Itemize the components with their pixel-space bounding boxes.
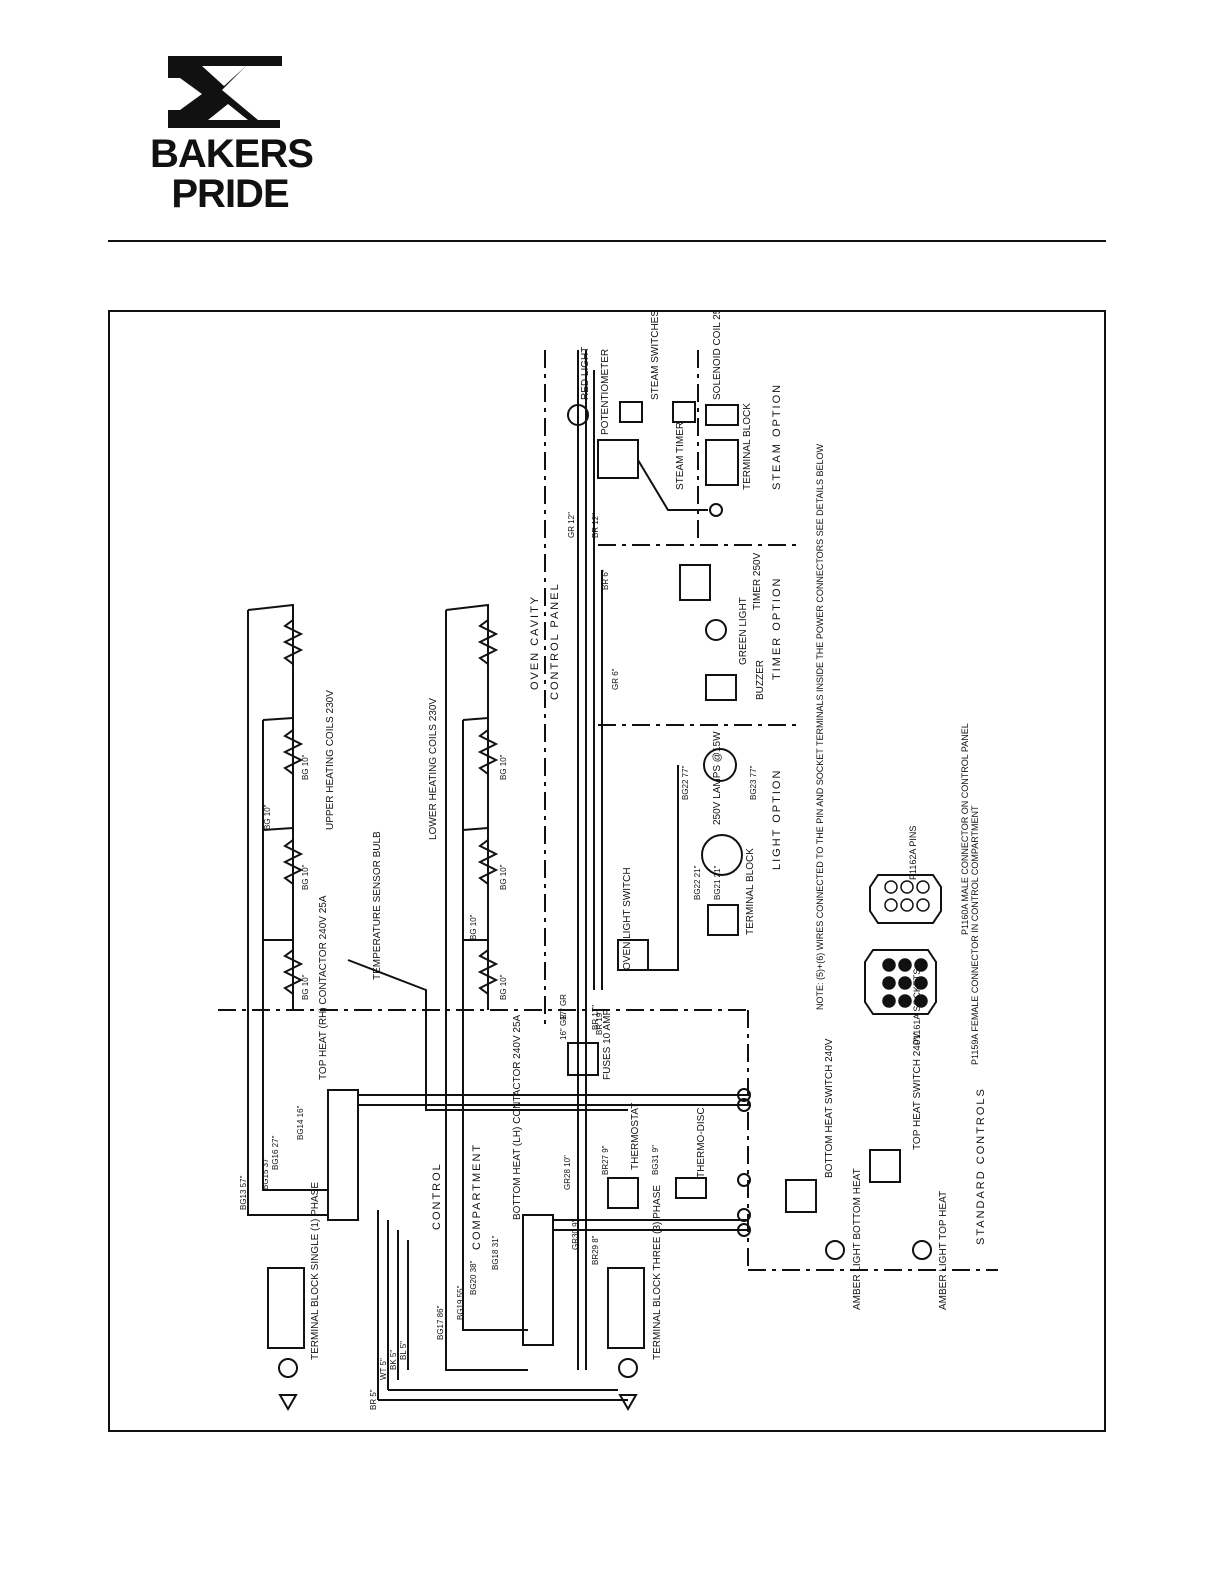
lamps-label: 250V LAMPS @15W <box>712 731 723 825</box>
tb-three-label: TERMINAL BLOCK THREE (3) PHASE <box>652 1185 663 1360</box>
upper-coils-label: UPPER HEATING COILS 230V <box>325 690 336 830</box>
wire-bg21: BG21 21" <box>713 865 722 900</box>
wire-bg10g: BG 10" <box>499 864 508 890</box>
wire-br29: BR29 8" <box>591 1235 600 1265</box>
p1161a-label: P1161A SOCKETS <box>912 969 922 1045</box>
amber-top-label: AMBER LIGHT TOP HEAT <box>938 1191 949 1310</box>
wiring-diagram: UPPER HEATING COILS 230V LOWER HEATING C… <box>218 310 998 1412</box>
logo-mark-icon <box>168 56 282 128</box>
oven-cavity-label: OVEN CAVITY <box>529 595 541 690</box>
wire-bg23: BG23 77" <box>749 765 758 800</box>
wire-bg18: BG18 31" <box>491 1235 500 1270</box>
steam-timer-label: STEAM TIMER <box>675 422 686 490</box>
control-label: CONTROL <box>431 1162 443 1230</box>
compartment-label: COMPARTMENT <box>471 1143 483 1250</box>
bakers-pride-logo: BAKERS PRIDE <box>150 50 314 220</box>
wire-bg20: BG20 38" <box>469 1260 478 1295</box>
wire-bg22b: BG22 21" <box>693 865 702 900</box>
solenoid-label: SOLENOID COIL 250V <box>712 310 723 400</box>
wire-bk5: BK 5" <box>389 1350 398 1370</box>
wire-br5: BR 5" <box>369 1389 378 1410</box>
wire-bg15: BG15 37" <box>261 1155 270 1190</box>
wire-bl5: BL 5" <box>399 1341 408 1360</box>
wire-gr16: 16" GR <box>559 1014 568 1040</box>
light-terminal-block-label: TERMINAL BLOCK <box>745 848 756 935</box>
wire-br19: BR 19" <box>595 1010 604 1035</box>
wire-gr17: 17" GR <box>559 994 568 1020</box>
steam-option-label: STEAM OPTION <box>771 383 783 490</box>
wire-bg10f: BG 10" <box>499 754 508 780</box>
header-rule <box>108 240 1106 242</box>
wire-bg10d: BG 10" <box>301 974 310 1000</box>
wire-wt5: WT 5" <box>379 1358 388 1380</box>
thermo-disc-label: THERMO-DISC <box>696 1107 707 1178</box>
control-panel-label: CONTROL PANEL <box>549 582 561 700</box>
p1160a-label: P1160A MALE CONNECTOR ON CONTROL PANEL <box>960 723 970 935</box>
wire-br12: BR 12" <box>591 513 600 538</box>
top-contactor-label: TOP HEAT (RH) CONTACTOR 240V 25A <box>318 895 329 1080</box>
wire-bg10h: BG 10" <box>499 974 508 1000</box>
buzzer-label: BUZZER <box>755 660 766 700</box>
green-light-label: GREEN LIGHT <box>738 597 749 665</box>
fuses-label: FUSES 10 AMP <box>602 1009 613 1080</box>
wire-gr6: GR 6" <box>611 668 620 690</box>
timer-option-label: TIMER OPTION <box>771 577 783 680</box>
bottom-contactor-label: BOTTOM HEAT (LH) CONTACTOR 240V 25A <box>512 1014 523 1220</box>
wire-bg16: BG16 27" <box>271 1135 280 1170</box>
tb-single-label: TERMINAL BLOCK SINGLE (1) PHASE <box>310 1182 321 1360</box>
thermostat-label: THERMOSTAT <box>630 1103 641 1170</box>
steam-terminal-block-label: TERMINAL BLOCK <box>742 403 753 490</box>
wire-bg19: BG19 55" <box>456 1285 465 1320</box>
p1159a-label: P1159A FEMALE CONNECTOR IN CONTROL COMPA… <box>970 805 980 1065</box>
oven-light-switch-label: OVEN LIGHT SWITCH <box>622 867 633 970</box>
note-label: NOTE: (5)+(6) WIRES CONNECTED TO THE PIN… <box>815 443 825 1010</box>
wire-bg17: BG17 86" <box>436 1305 445 1340</box>
wire-bg10e: BG 10" <box>469 914 478 940</box>
wire-gr28: GR28 10" <box>563 1155 572 1190</box>
standard-controls-label: STANDARD CONTROLS <box>975 1087 987 1245</box>
wire-bg13: BG13 57" <box>239 1175 248 1210</box>
brand-line-2: PRIDE <box>171 172 289 216</box>
wire-gr12: GR 12" <box>567 512 576 538</box>
lower-coils-label: LOWER HEATING COILS 230V <box>428 698 439 840</box>
p1162a-label: P1162A PINS <box>908 826 918 880</box>
wire-bg31: BG31 9" <box>651 1145 660 1175</box>
top-heat-switch-label: TOP HEAT SWITCH 240V <box>912 1033 923 1150</box>
wire-bg10a: BG 10" <box>263 804 272 830</box>
wire-bg10c: BG 10" <box>301 864 310 890</box>
bottom-heat-switch-label: BOTTOM HEAT SWITCH 240V <box>824 1038 835 1178</box>
timer-label: TIMER 250V <box>752 552 763 610</box>
red-light-label: RED LIGHT <box>580 347 591 400</box>
amber-bottom-label: AMBER LIGHT BOTTOM HEAT <box>852 1168 863 1310</box>
diagram-frame <box>108 310 1106 1432</box>
light-option-label: LIGHT OPTION <box>771 769 783 870</box>
wire-bg14: BG14 16" <box>296 1105 305 1140</box>
wire-gr30: GR30 9" <box>571 1219 580 1250</box>
temp-sensor-label: TEMPERATURE SENSOR BULB <box>372 831 383 980</box>
steam-switches-label: STEAM SWITCHES <box>650 310 661 400</box>
potentiometer-label: POTENTIOMETER <box>600 349 611 435</box>
wire-bg10b: BG 10" <box>301 754 310 780</box>
brand-line-1: BAKERS <box>150 132 314 176</box>
wire-bg22a: BG22 77" <box>681 765 690 800</box>
wire-br17: BR 17" <box>591 1005 600 1030</box>
wire-br6: BR 6" <box>601 569 610 590</box>
wire-br27: BR27 9" <box>601 1145 610 1175</box>
